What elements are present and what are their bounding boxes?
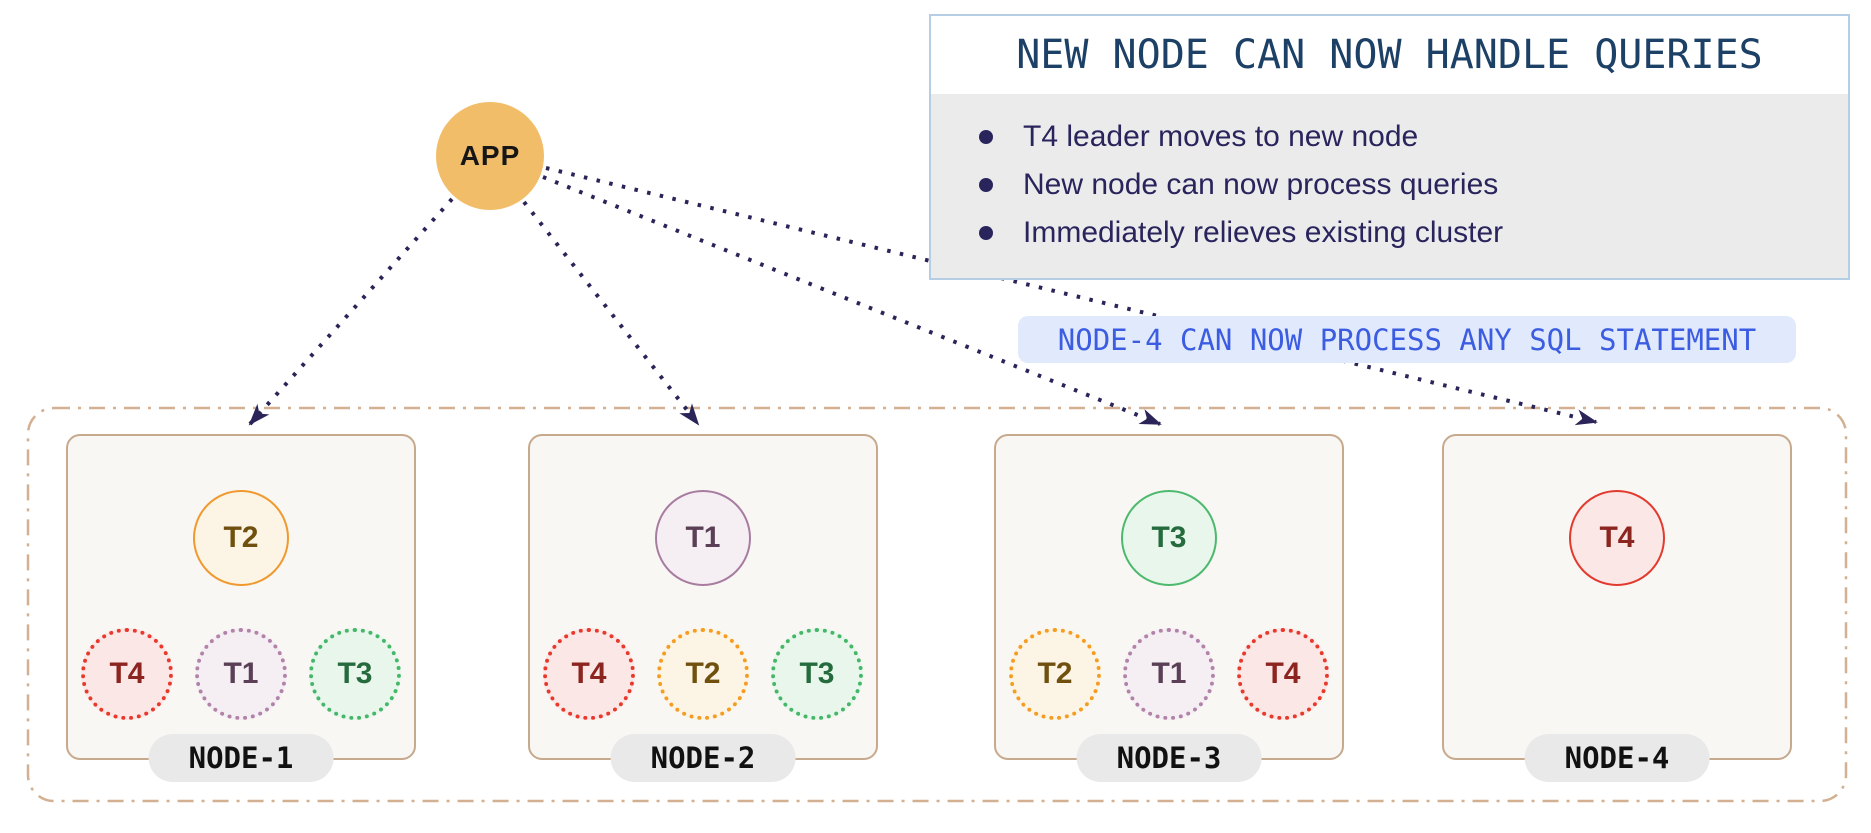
replica-label: T2 bbox=[1037, 657, 1073, 690]
bullet-dot-icon bbox=[979, 226, 993, 240]
follower-replica: T3 bbox=[309, 628, 401, 720]
replica-label: T1 bbox=[685, 521, 721, 554]
replica-label: T3 bbox=[337, 657, 373, 690]
node-name-badge: NODE-3 bbox=[1076, 734, 1262, 782]
follower-replica: T1 bbox=[1123, 628, 1215, 720]
bullet-dot-icon bbox=[979, 130, 993, 144]
bullet-text: Immediately relieves existing cluster bbox=[1023, 216, 1504, 249]
callout-bullet-list: T4 leader moves to new node New node can… bbox=[979, 114, 1828, 256]
follower-row: T2 T1 T4 bbox=[996, 628, 1342, 720]
follower-replica: T4 bbox=[543, 628, 635, 720]
node-name-badge: NODE-4 bbox=[1524, 734, 1710, 782]
callout-bullet: T4 leader moves to new node bbox=[979, 114, 1828, 160]
follower-replica: T4 bbox=[1237, 628, 1329, 720]
replica-label: T3 bbox=[799, 657, 835, 690]
replica-label: T4 bbox=[1265, 657, 1301, 690]
bullet-dot-icon bbox=[979, 178, 993, 192]
node-name-badge: NODE-1 bbox=[148, 734, 334, 782]
bullet-text: New node can now process queries bbox=[1023, 168, 1499, 201]
replica-label: T4 bbox=[1599, 521, 1635, 554]
replica-label: T1 bbox=[223, 657, 259, 690]
arrow-app-to-node-1 bbox=[248, 197, 454, 426]
follower-row: T4 T2 T3 bbox=[530, 628, 876, 720]
app-label: APP bbox=[459, 140, 521, 171]
follower-replica: T2 bbox=[1009, 628, 1101, 720]
follower-replica: T1 bbox=[195, 628, 287, 720]
sql-statement-banner: NODE-4 CAN NOW PROCESS ANY SQL STATEMENT bbox=[1018, 316, 1796, 363]
bullet-text: T4 leader moves to new node bbox=[1023, 120, 1419, 153]
follower-replica: T4 bbox=[81, 628, 173, 720]
callout-title: NEW NODE CAN NOW HANDLE QUERIES bbox=[1016, 32, 1763, 78]
node-card-3: T3 T2 T1 T4 NODE-3 bbox=[994, 434, 1344, 782]
replica-label: T2 bbox=[223, 521, 259, 554]
replica-label: T3 bbox=[1151, 521, 1187, 554]
callout-bullet: Immediately relieves existing cluster bbox=[979, 210, 1828, 256]
callout-box: NEW NODE CAN NOW HANDLE QUERIES T4 leade… bbox=[929, 14, 1850, 280]
leader-replica: T1 bbox=[655, 490, 751, 586]
node-name-badge: NODE-2 bbox=[610, 734, 796, 782]
app-node: APP bbox=[436, 102, 544, 210]
callout-body: T4 leader moves to new node New node can… bbox=[931, 94, 1848, 278]
replica-label: T4 bbox=[109, 657, 145, 690]
arrow-app-to-node-2 bbox=[522, 200, 700, 426]
replica-label: T1 bbox=[1151, 657, 1187, 690]
leader-replica: T2 bbox=[193, 490, 289, 586]
replica-label: T2 bbox=[685, 657, 721, 690]
replica-label: T4 bbox=[571, 657, 607, 690]
node-card-2: T1 T4 T2 T3 NODE-2 bbox=[528, 434, 878, 782]
follower-row: T4 T1 T3 bbox=[68, 628, 414, 720]
follower-replica: T3 bbox=[771, 628, 863, 720]
leader-replica: T4 bbox=[1569, 490, 1665, 586]
callout-bullet: New node can now process queries bbox=[979, 162, 1828, 208]
node-card-4: T4 NODE-4 bbox=[1442, 434, 1792, 782]
leader-replica: T3 bbox=[1121, 490, 1217, 586]
follower-replica: T2 bbox=[657, 628, 749, 720]
node-card-1: T2 T4 T1 T3 NODE-1 bbox=[66, 434, 416, 782]
